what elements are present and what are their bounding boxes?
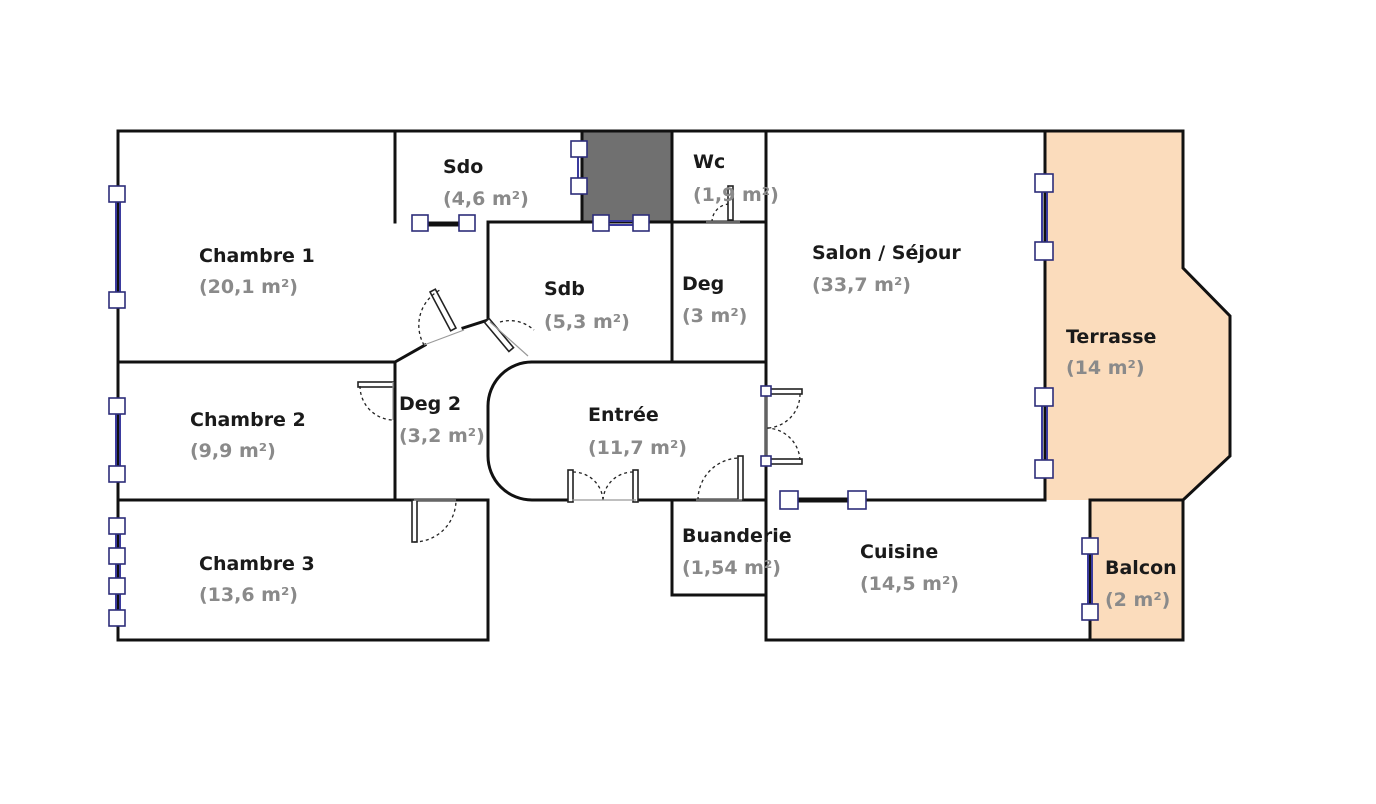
- window-handle[interactable]: [108, 547, 126, 565]
- room-area-salon: (33,7 m²): [812, 274, 911, 296]
- door-leaf[interactable]: [411, 499, 418, 543]
- window-handle[interactable]: [1034, 459, 1054, 479]
- room-name-cuisine: Cuisine: [860, 541, 938, 563]
- window-handle[interactable]: [108, 465, 126, 483]
- room-area-deg: (3 m²): [682, 305, 747, 327]
- room-name-chambre1: Chambre 1: [199, 245, 315, 267]
- door-leaf[interactable]: [727, 185, 734, 221]
- door-handle[interactable]: [760, 455, 772, 467]
- room-area-chambre1: (20,1 m²): [199, 276, 298, 298]
- room-name-balcon: Balcon: [1105, 557, 1177, 579]
- door-leaf[interactable]: [567, 469, 574, 503]
- room-area-deg2: (3,2 m²): [399, 425, 485, 447]
- door-handle[interactable]: [411, 214, 429, 232]
- room-name-sdo: Sdo: [443, 156, 483, 178]
- door-leaf[interactable]: [632, 469, 639, 503]
- room-name-terrasse: Terrasse: [1066, 326, 1156, 348]
- door-handle[interactable]: [458, 214, 476, 232]
- room-name-salon: Salon / Séjour: [812, 242, 961, 264]
- window-handle[interactable]: [1034, 241, 1054, 261]
- balcony-area[interactable]: [1090, 500, 1183, 640]
- door-handle[interactable]: [779, 490, 799, 510]
- doors: [357, 185, 867, 543]
- room-name-chambre3: Chambre 3: [199, 553, 315, 575]
- window-handle[interactable]: [108, 609, 126, 627]
- room-name-entree: Entrée: [588, 404, 659, 426]
- windows: [108, 140, 1099, 627]
- room-area-chambre3: (13,6 m²): [199, 584, 298, 606]
- room-area-chambre2: (9,9 m²): [190, 440, 276, 462]
- room-area-wc: (1,9 m²): [693, 184, 779, 206]
- window-handle[interactable]: [1081, 537, 1099, 555]
- room-name-chambre2: Chambre 2: [190, 409, 306, 431]
- window-handle[interactable]: [108, 397, 126, 415]
- room-area-sdo: (4,6 m²): [443, 188, 529, 210]
- room-area-sdb: (5,3 m²): [544, 311, 630, 333]
- room-area-terrasse: (14 m²): [1066, 357, 1145, 379]
- window-handle[interactable]: [592, 214, 610, 232]
- window-handle[interactable]: [1081, 603, 1099, 621]
- window-handle[interactable]: [1034, 173, 1054, 193]
- window-handle[interactable]: [108, 291, 126, 309]
- window-handle[interactable]: [108, 577, 126, 595]
- closet-block: [582, 131, 672, 222]
- room-name-wc: Wc: [693, 151, 725, 173]
- window-handle[interactable]: [632, 214, 650, 232]
- room-area-balcon: (2 m²): [1105, 589, 1170, 611]
- door-leaf[interactable]: [428, 288, 458, 332]
- door-handle[interactable]: [760, 385, 772, 397]
- door-leaf[interactable]: [737, 455, 744, 501]
- door-leaf[interactable]: [483, 317, 515, 353]
- room-area-buanderie: (1,54 m²): [682, 557, 781, 579]
- window-handle[interactable]: [108, 517, 126, 535]
- room-labels: Chambre 1 (20,1 m²) Chambre 2 (9,9 m²) C…: [190, 151, 1177, 611]
- room-name-deg: Deg: [682, 273, 724, 295]
- door-handle[interactable]: [847, 490, 867, 510]
- room-area-entree: (11,7 m²): [588, 437, 687, 459]
- room-name-sdb: Sdb: [544, 278, 585, 300]
- door-leaf[interactable]: [357, 381, 395, 388]
- window-handle[interactable]: [1034, 387, 1054, 407]
- window-handle[interactable]: [570, 177, 588, 195]
- room-area-cuisine: (14,5 m²): [860, 573, 959, 595]
- walls: [116, 129, 1232, 642]
- window-handle[interactable]: [108, 185, 126, 203]
- room-name-buanderie: Buanderie: [682, 525, 792, 547]
- window-handle[interactable]: [570, 140, 588, 158]
- room-name-deg2: Deg 2: [399, 393, 461, 415]
- terrace-area[interactable]: [1045, 131, 1230, 500]
